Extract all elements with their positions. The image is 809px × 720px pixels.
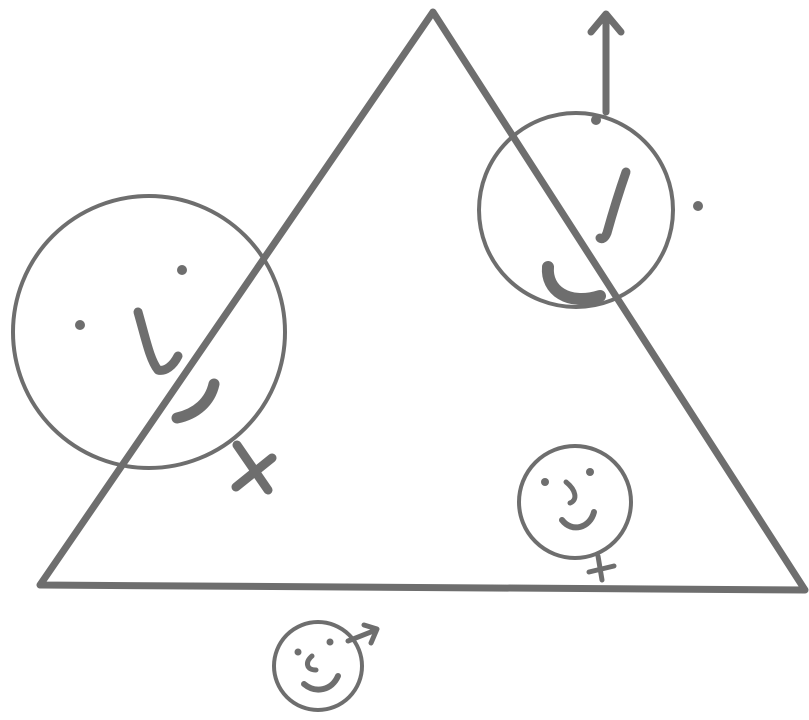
male-symbol <box>591 14 621 112</box>
left-eye <box>295 649 302 656</box>
mouth-smile <box>304 676 338 690</box>
triangle <box>40 12 805 590</box>
left-eye <box>75 320 85 330</box>
right-eye <box>177 265 187 275</box>
mouth-smile <box>548 267 600 299</box>
right-eye <box>586 468 594 476</box>
female-symbol <box>589 556 614 580</box>
nose <box>600 172 626 239</box>
mouth-smile <box>177 384 214 418</box>
small-female-face <box>519 446 631 580</box>
right-eye <box>327 639 334 646</box>
mouth-smile <box>562 512 594 527</box>
small-male-face <box>274 622 377 710</box>
nose <box>566 482 575 503</box>
face-circle <box>274 622 362 710</box>
male-symbol <box>348 625 377 643</box>
large-female-face <box>13 196 285 490</box>
left-eye <box>591 115 601 125</box>
left-eye <box>541 478 549 486</box>
female-symbol <box>236 445 272 490</box>
face-circle <box>479 113 673 307</box>
nose <box>138 312 178 370</box>
right-eye <box>693 201 703 211</box>
nose <box>307 656 316 670</box>
